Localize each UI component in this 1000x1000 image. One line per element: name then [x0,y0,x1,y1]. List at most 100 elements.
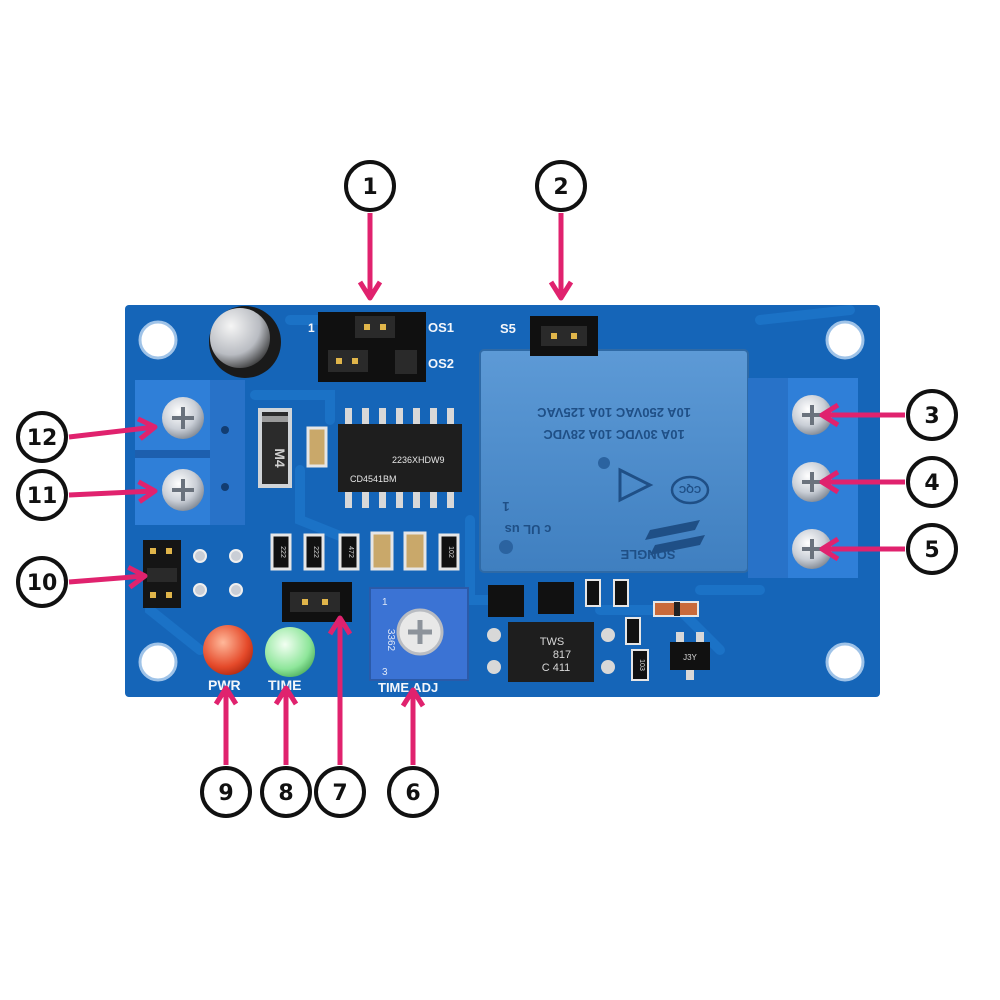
arrow-up-icon [327,615,353,636]
callout-number: 8 [278,781,293,806]
relay-pin-number: 1 [502,499,509,514]
arrow-down-icon [548,280,574,301]
electrolytic-capacitor [209,306,281,378]
arrow-left-icon [819,402,840,428]
callout-circle [200,766,252,818]
callout-line [68,573,146,585]
pot-pin-1: 1 [382,597,388,608]
resistor [625,617,641,645]
relay-cqc-mark: CQC [679,483,701,494]
callout-circle [344,160,396,212]
arrow-up-icon [273,685,299,706]
callout-circle [314,766,366,818]
callout-number: 5 [924,538,939,563]
s5-label: S5 [500,321,516,336]
resistor: 222 [270,533,292,571]
callout-8: 8 [260,685,312,818]
songle-logo-icon [645,520,705,555]
callout-5: 5 [819,523,958,575]
smd-parts: 103 J3Y [488,579,710,681]
led-time-green [265,627,315,677]
callout-circle [387,766,439,818]
callout-7: 7 [314,615,366,818]
arrow-up-icon [213,685,239,706]
callout-number: 11 [27,484,58,509]
resistor: 222 [303,533,325,571]
callout-11: 11 [16,469,158,521]
ic-line-2: CD4541BM [350,474,397,484]
pot-code: 3362 [385,629,396,652]
smd-capacitor [403,531,427,571]
resistor [585,579,601,607]
callout-circle [535,160,587,212]
callout-1: 1 [344,160,396,301]
callout-number: 3 [924,404,939,429]
callout-circle [906,456,958,508]
callout-number: 7 [332,781,347,806]
jumper-os1-os2: OS1 OS2 1 [308,312,454,382]
resistor-code: 103 [638,659,645,671]
resistor [613,579,629,607]
screw-icon [792,529,832,569]
arrow-up-icon [400,687,426,708]
mounting-hole [138,642,178,682]
callout-line [68,424,156,440]
relay: 10A 30VDC 10A 28VDC 10A 250VAC 10A 125VA… [479,349,749,573]
adjust-screw-icon [408,620,432,644]
arrow-left-icon [819,469,840,495]
diode-label: M4 [272,448,288,468]
callout-circle [16,469,68,521]
mounting-hole [825,320,865,360]
arrow-left-icon [819,536,840,562]
callout-4: 4 [819,456,958,508]
diode-m4: M4 [258,408,292,488]
arrow-down-icon [357,280,383,301]
resistor-row: 222 222 472 102 [270,531,460,571]
callout-circle [16,411,68,463]
cqc-mark-icon: CQC [670,475,710,505]
callout-circle [16,556,68,608]
screw-icon [792,462,832,502]
triangle-mark-icon [618,467,654,503]
pin1-label: 1 [308,321,315,335]
os1-label: OS1 [428,320,454,335]
callout-number: 12 [27,426,58,451]
callout-9: 9 [200,685,252,818]
resistor-code: 102 [447,546,454,558]
callout-circle [260,766,312,818]
callout-number: 10 [27,571,58,596]
time-potentiometer: 3362 1 3 [369,587,469,681]
relay-rating-line-1: 10A 30VDC 10A 28VDC [543,427,685,442]
callout-2: 2 [535,160,587,301]
callout-12: 12 [16,411,158,463]
callout-number: 9 [218,781,233,806]
relay-rating-line-2: 10A 250VAC 10A 125VAC [536,405,691,420]
callout-3: 3 [819,389,958,441]
callout-number: 4 [924,471,939,496]
relay-ul-mark: c UL us [505,522,552,537]
transistor-code: J3Y [683,653,697,662]
arrow-right-icon [136,416,158,441]
time-adj-label: TIME ADJ [378,680,438,695]
timer-jumper [282,582,352,622]
screw-icon [162,469,204,511]
opto-line-1: TWS [540,636,564,648]
transistor: J3Y [670,632,710,680]
trigger-pin-header [143,540,243,608]
resistor: 102 [438,533,460,571]
opto-line-2: 817 [553,649,571,661]
arrow-right-icon [127,565,148,590]
led-power-red [203,625,253,675]
arrow-right-icon [137,479,158,504]
callout-circle [906,523,958,575]
smd-capacitor [306,426,328,468]
callout-circle [906,389,958,441]
relay-terminal-block [748,378,858,578]
callout-number: 2 [553,175,568,200]
callout-6: 6 [387,687,439,818]
resistor-code: 222 [279,546,286,558]
smd-capacitor [370,531,394,571]
ic-chip: 2236XHDW9 CD4541BM [338,408,462,508]
mounting-hole [138,320,178,360]
